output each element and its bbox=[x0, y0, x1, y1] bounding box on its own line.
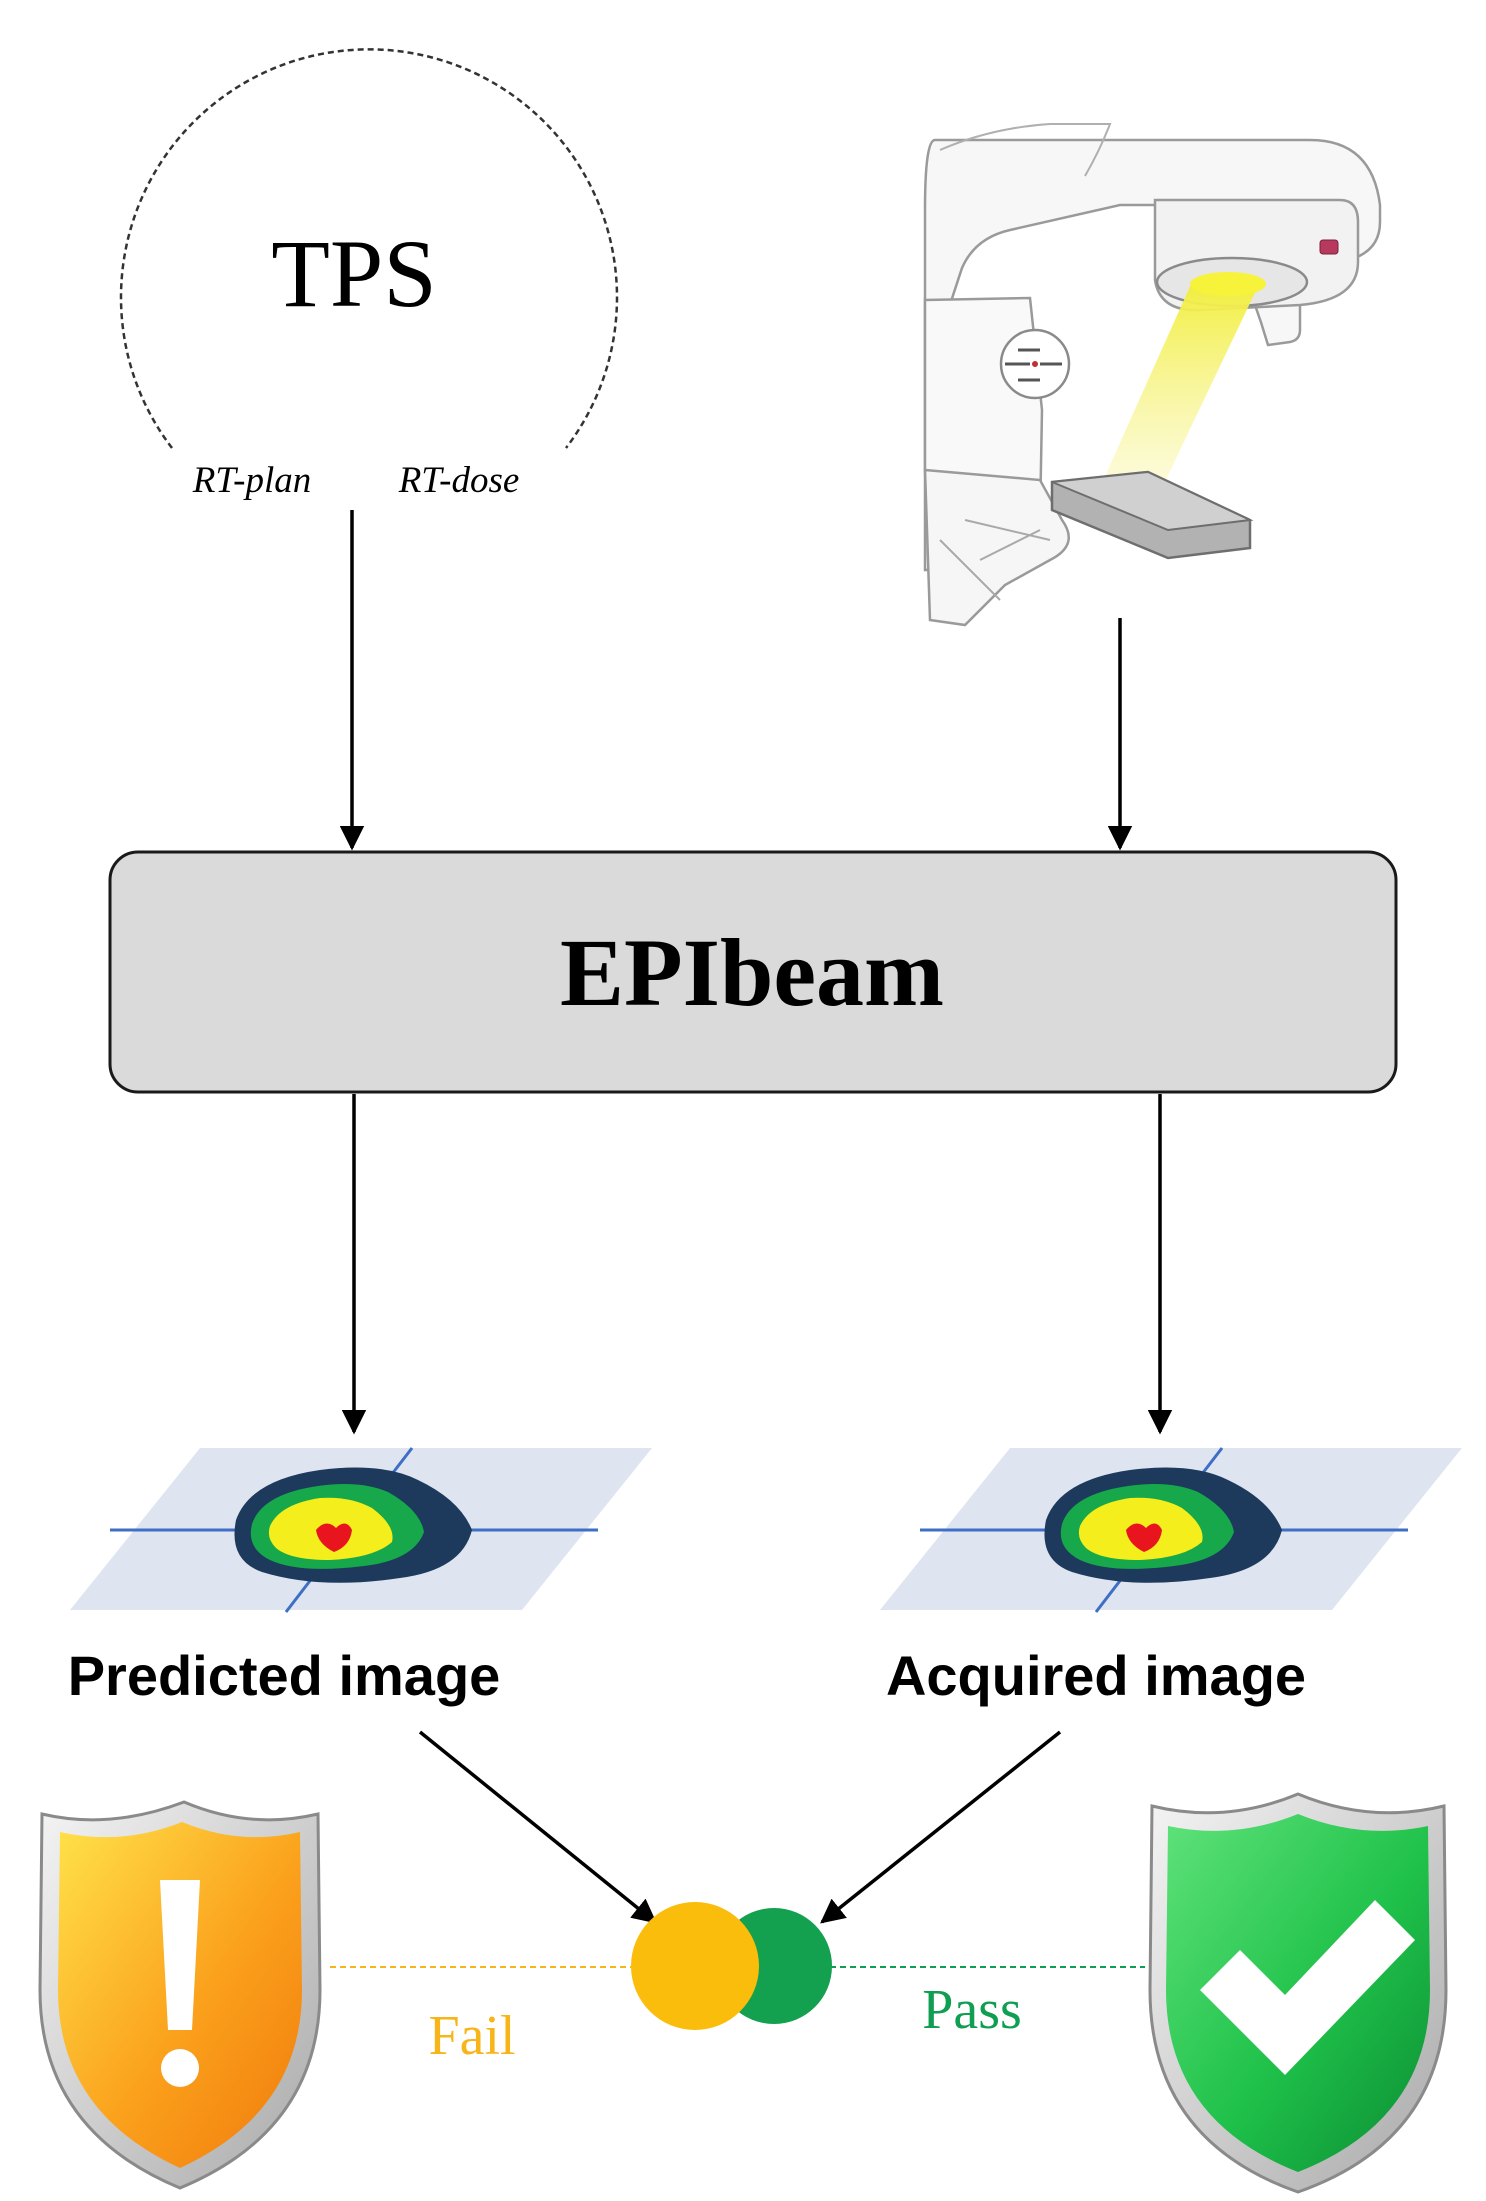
acquired-image-label: Acquired image bbox=[886, 1644, 1306, 1707]
epibeam-box bbox=[108, 850, 1398, 1094]
dose-map-icon bbox=[880, 1447, 1462, 1613]
fail-label: Fail bbox=[428, 2005, 515, 2067]
warning-shield-icon bbox=[38, 1800, 322, 2190]
overlap-circles-icon bbox=[631, 1902, 832, 2030]
predicted-circle bbox=[631, 1902, 759, 2030]
epibeam-label: EPIbeam bbox=[560, 919, 944, 1026]
rt-dose-label: RT-dose bbox=[398, 460, 520, 501]
predicted-image: Predicted image bbox=[68, 1447, 652, 1707]
arrow-acquired-to-compare bbox=[820, 1730, 1062, 1924]
epibeam-processor: EPIbeam bbox=[108, 850, 1398, 1094]
rt-plan-label: RT-plan bbox=[192, 460, 312, 501]
predicted-image-label: Predicted image bbox=[68, 1644, 501, 1707]
pass-label: Pass bbox=[922, 1979, 1022, 2041]
tps-label: TPS bbox=[271, 220, 436, 327]
acquired-image: Acquired image bbox=[880, 1447, 1462, 1707]
check-shield-icon bbox=[1148, 1792, 1448, 2194]
linac-machine-icon bbox=[923, 123, 1382, 627]
tps-source: TPS RT-plan RT-dose bbox=[119, 48, 619, 501]
dose-map-icon bbox=[70, 1447, 652, 1613]
arrow-predicted-to-compare bbox=[418, 1730, 657, 1924]
tps-dashed-circle bbox=[119, 48, 619, 449]
